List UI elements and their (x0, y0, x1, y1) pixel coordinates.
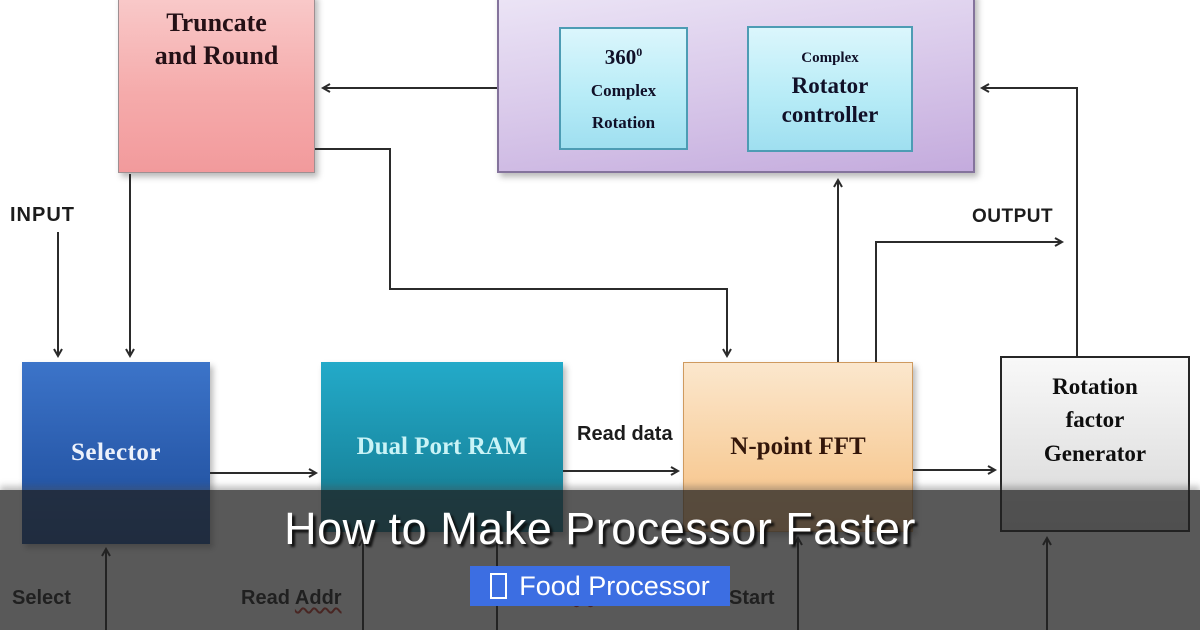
wire-fft-to-output (875, 237, 1065, 362)
category-badge[interactable]: Food Processor (470, 566, 730, 606)
output-label: OUTPUT (972, 206, 1054, 227)
complex-rotation-box: 3600 Complex Rotation (559, 27, 688, 150)
rfg-label-line2: factor (1065, 407, 1125, 433)
n-point-fft-label: N-point FFT (730, 433, 866, 460)
rotator-controller-line2: controller (781, 101, 879, 127)
input-label: INPUT (10, 204, 75, 226)
rfg-label-line3: Generator (1043, 440, 1147, 466)
read-data-label: Read data (577, 423, 673, 445)
page-title: How to Make Processor Faster (284, 503, 916, 554)
rotator-controller-box: Complex Rotator controller (747, 26, 913, 152)
truncate-label-line1: Truncate (166, 8, 267, 37)
complex-rotation-line2: Rotation (591, 112, 656, 132)
rfg-label-line1: Rotation (1052, 374, 1138, 399)
banner-overlay: How to Make Processor Faster Food Proces… (0, 490, 1200, 630)
degrees-superscript: 0 (636, 44, 643, 59)
category-badge-label: Food Processor (519, 570, 710, 601)
rotator-controller-line1: Rotator (791, 73, 869, 99)
truncate-round-box: Truncate and Round (118, 0, 315, 173)
selector-label: Selector (70, 439, 162, 466)
missing-glyph-icon (490, 573, 508, 599)
degrees-number: 360 (604, 44, 637, 69)
dual-port-ram-label: Dual Port RAM (356, 433, 528, 460)
complex-rotation-degrees: 3600 (605, 45, 643, 70)
wire-rfg-to-rotatorunit (979, 83, 1078, 356)
complex-rotation-line1: Complex (590, 81, 657, 100)
rotator-controller-small-label: Complex (801, 50, 859, 67)
truncate-label-line2: and Round (154, 40, 279, 70)
wire-truncate-to-fft (315, 148, 732, 359)
